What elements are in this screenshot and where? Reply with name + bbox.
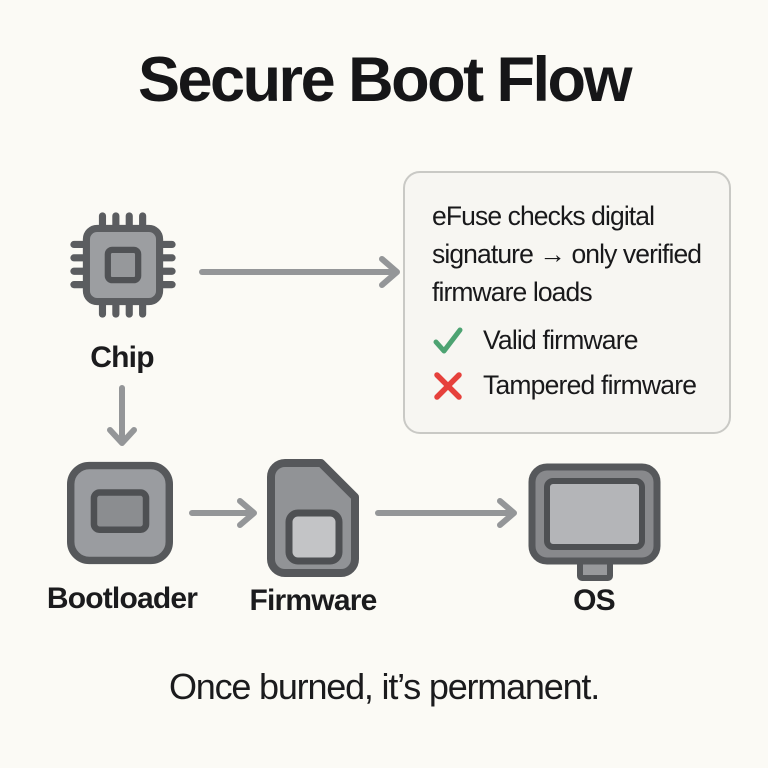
arrow-firmware-to-os-icon xyxy=(374,498,522,528)
firmware-icon xyxy=(264,456,364,580)
efuse-info-box: eFuse checks digital signature → only ve… xyxy=(403,171,731,434)
page-title: Secure Boot Flow xyxy=(137,45,633,115)
os-monitor-icon xyxy=(527,461,661,583)
valid-firmware-item: Valid firmware xyxy=(432,325,705,356)
bootloader-icon xyxy=(64,460,176,566)
tampered-firmware-label: Tampered firmware xyxy=(483,370,697,400)
node-firmware xyxy=(264,456,364,580)
arrow-chip-to-bootloader-icon xyxy=(105,384,139,450)
node-chip xyxy=(65,207,181,323)
footer-caption: Once burned, it’s permanent. xyxy=(168,666,600,707)
check-icon xyxy=(432,326,464,356)
arrow-bootloader-to-firmware-icon xyxy=(188,498,262,528)
tampered-firmware-item: Tampered firmware xyxy=(432,370,705,401)
chip-icon xyxy=(65,207,181,323)
node-label-chip: Chip xyxy=(90,341,154,374)
node-label-os: OS xyxy=(573,584,616,617)
efuse-description: eFuse checks digital signature → only ve… xyxy=(432,201,702,307)
node-os xyxy=(527,461,661,583)
arrow-chip-to-efuse-icon xyxy=(198,256,406,288)
valid-firmware-label: Valid firmware xyxy=(483,325,639,355)
cross-icon xyxy=(432,371,464,401)
node-label-bootloader: Bootloader xyxy=(46,582,198,615)
node-label-firmware: Firmware xyxy=(249,584,378,617)
node-bootloader xyxy=(64,460,176,566)
